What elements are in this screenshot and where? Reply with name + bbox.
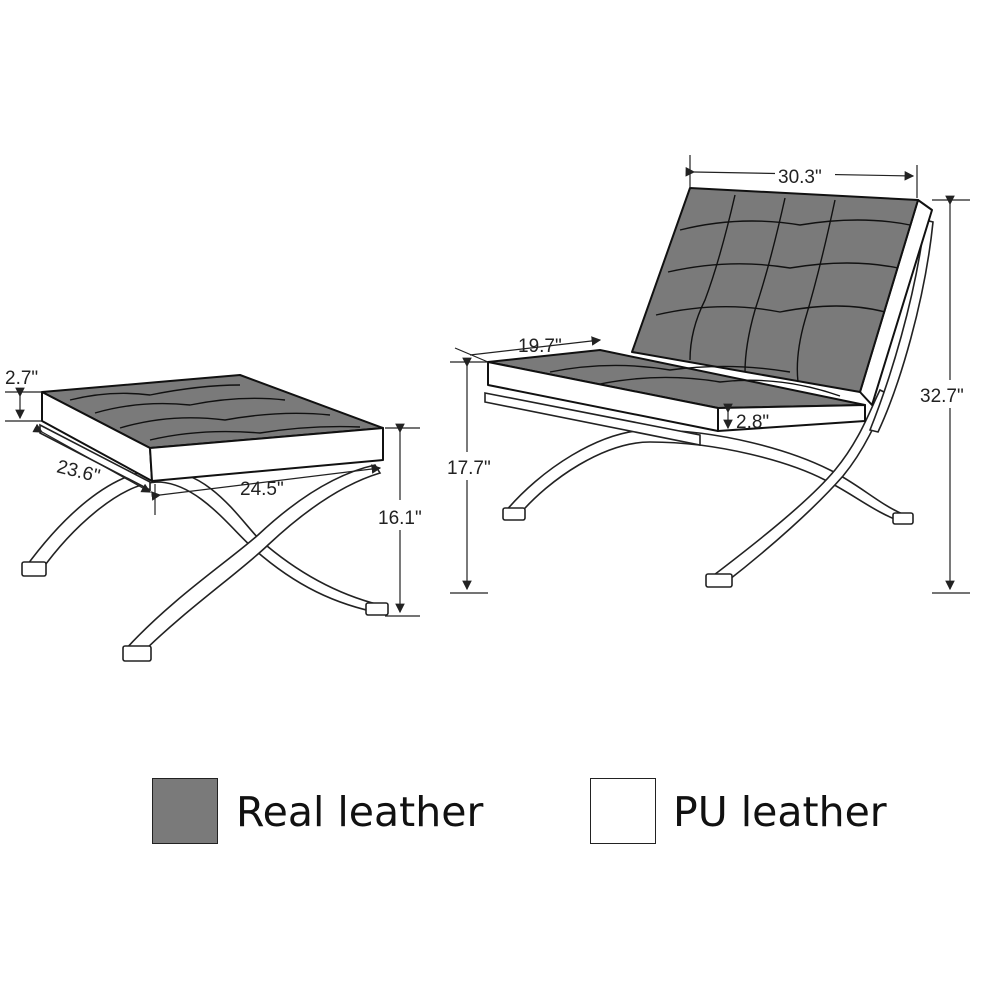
ottoman-cushion-height-label: 2.7" bbox=[5, 368, 38, 389]
chair-total-height-label: 32.7" bbox=[920, 386, 964, 407]
chair-width-label: 30.3" bbox=[778, 167, 822, 188]
real-leather-swatch bbox=[152, 778, 218, 844]
ottoman-height-label: 16.1" bbox=[378, 508, 422, 529]
chair-seat-depth-label: 19.7" bbox=[518, 336, 562, 357]
chair-seat-tufting bbox=[549, 364, 841, 397]
chair-legs bbox=[484, 219, 934, 588]
ottoman-width-label: 24.5" bbox=[240, 479, 284, 500]
pu-leather-label: PU leather bbox=[673, 788, 887, 836]
real-leather-label: Real leather bbox=[236, 788, 484, 836]
chair-seat-height-label: 17.7" bbox=[447, 458, 491, 479]
chair-dimensions: 30.3" 32.7" 19.7" 17.7" 2.8" bbox=[445, 155, 978, 594]
ottoman bbox=[21, 374, 389, 662]
chair-back-tufting bbox=[655, 194, 911, 383]
chair-backrest bbox=[631, 187, 919, 393]
chair-cushion-height-label: 2.8" bbox=[736, 412, 769, 433]
chair bbox=[484, 187, 934, 588]
ottoman-dimensions: 2.7" 23.6" 24.5" 16.1" bbox=[5, 368, 435, 617]
pu-leather-swatch bbox=[590, 778, 656, 844]
chair-seat-side bbox=[717, 404, 866, 432]
ottoman-tufting bbox=[69, 384, 361, 441]
